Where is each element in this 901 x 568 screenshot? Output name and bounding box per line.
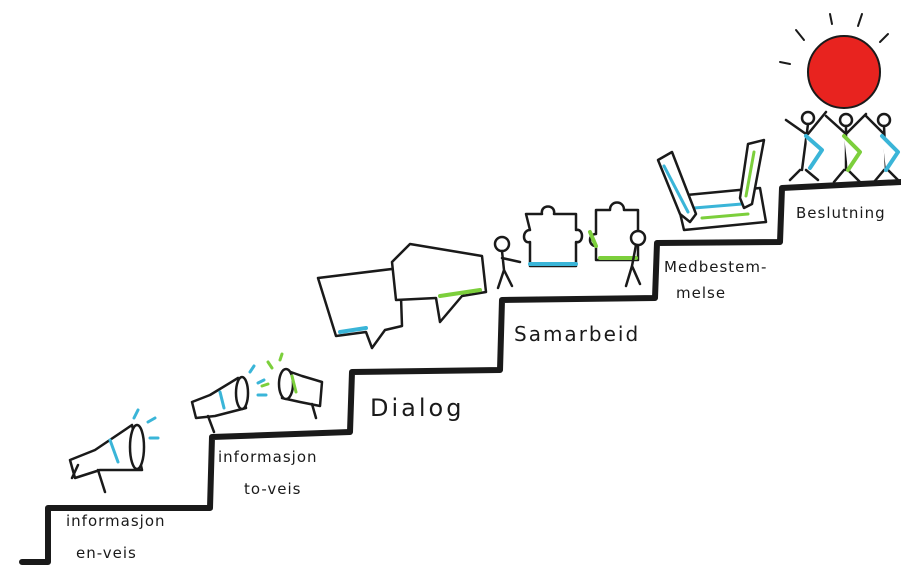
staircase-line <box>19 179 901 565</box>
megaphone-icon <box>68 408 160 494</box>
signing-pencils-icon <box>656 138 768 232</box>
label-beslutning: Beslutning <box>796 204 886 222</box>
label-informasjon-to-veis-line2: to-veis <box>244 480 302 498</box>
label-medbestemmelse-line1: Medbestem- <box>664 258 768 276</box>
label-dialog: Dialog <box>370 394 465 422</box>
label-informasjon-to-veis-line1: informasjon <box>218 448 318 466</box>
label-informasjon-en-veis-line1: informasjon <box>66 512 166 530</box>
two-megaphones-icon <box>190 352 324 434</box>
speech-bubbles-icon <box>316 242 488 350</box>
celebrating-people-sun-icon <box>779 13 900 184</box>
label-medbestemmelse-line2: melse <box>676 284 727 302</box>
puzzle-people-icon <box>493 201 647 290</box>
label-samarbeid: Samarbeid <box>514 322 641 346</box>
label-informasjon-en-veis-line2: en-veis <box>76 544 137 562</box>
